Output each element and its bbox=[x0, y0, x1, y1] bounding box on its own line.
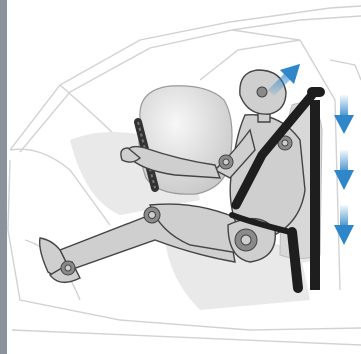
side-bar bbox=[0, 0, 7, 354]
belt-retractor bbox=[310, 100, 320, 290]
down-arrow-icon bbox=[334, 205, 354, 245]
down-arrow-icon bbox=[334, 95, 354, 134]
